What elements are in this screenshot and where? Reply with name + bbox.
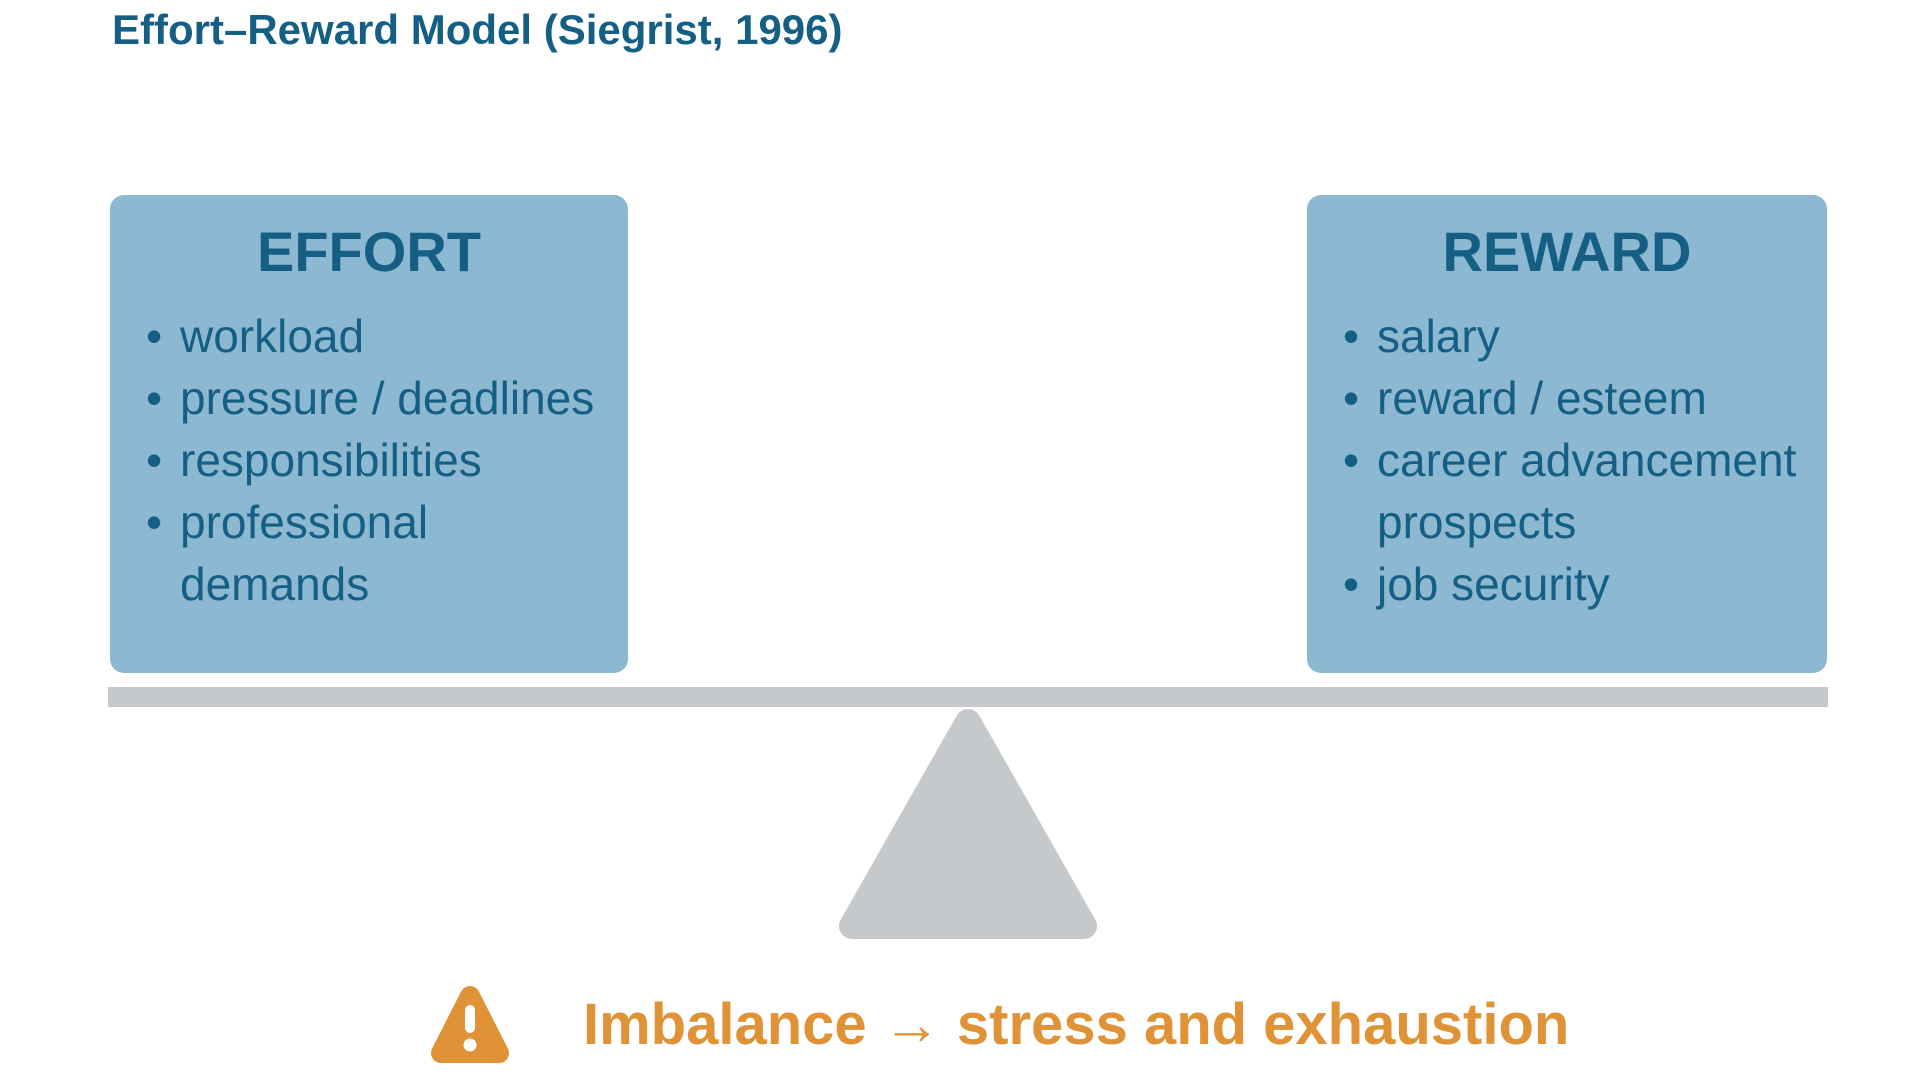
effort-list: workload pressure / deadlines responsibi… (110, 305, 628, 615)
fulcrum-triangle-icon (839, 709, 1097, 939)
reward-list: salary reward / esteem career advancemen… (1307, 305, 1827, 615)
balance-beam (108, 687, 1828, 707)
list-item: career advancement prospects (1343, 429, 1807, 553)
effort-panel: EFFORT workload pressure / deadlines res… (110, 195, 628, 673)
page-title: Effort–Reward Model (Siegrist, 1996) (112, 6, 843, 53)
list-item: responsibilities (146, 429, 608, 491)
list-item: professional demands (146, 491, 608, 615)
list-item: salary (1343, 305, 1807, 367)
list-item: workload (146, 305, 608, 367)
caption-text: Imbalance → stress and exhaustion (583, 991, 1570, 1057)
list-item: pressure / deadlines (146, 367, 608, 429)
list-item: reward / esteem (1343, 367, 1807, 429)
reward-heading: REWARD (1442, 220, 1692, 283)
effort-heading: EFFORT (257, 220, 481, 283)
imbalance-caption: Imbalance → stress and exhaustion (422, 977, 1569, 1071)
list-item: job security (1343, 553, 1807, 615)
reward-panel: REWARD salary reward / esteem career adv… (1307, 195, 1827, 673)
warning-icon (431, 986, 509, 1063)
